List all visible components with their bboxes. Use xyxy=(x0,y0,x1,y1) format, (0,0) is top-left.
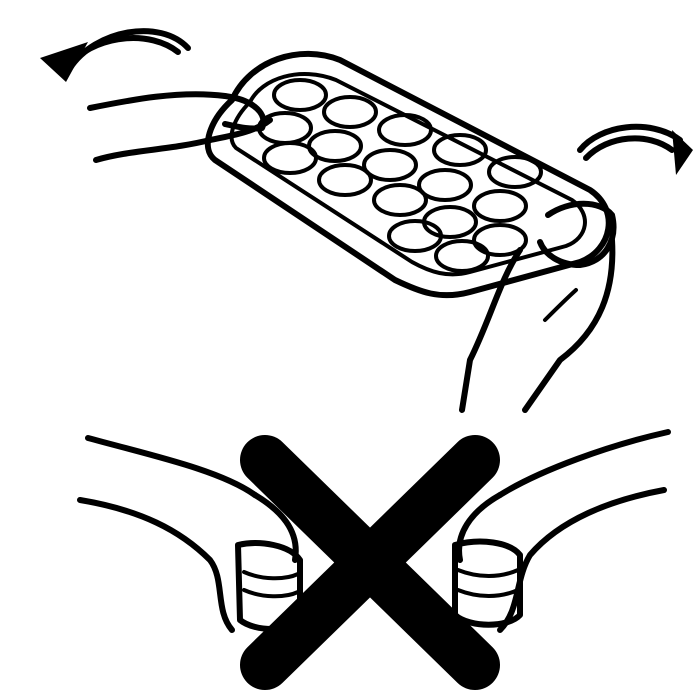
incorrect-usage-panel xyxy=(80,432,668,665)
left-hand xyxy=(90,94,270,160)
correct-usage-panel xyxy=(40,31,693,410)
ice-cube-tray xyxy=(208,54,609,295)
twist-arrow-left-icon xyxy=(40,31,188,82)
twist-arrow-right-icon xyxy=(580,127,693,175)
right-hand xyxy=(462,204,613,410)
ice-cube-cells xyxy=(259,80,541,271)
